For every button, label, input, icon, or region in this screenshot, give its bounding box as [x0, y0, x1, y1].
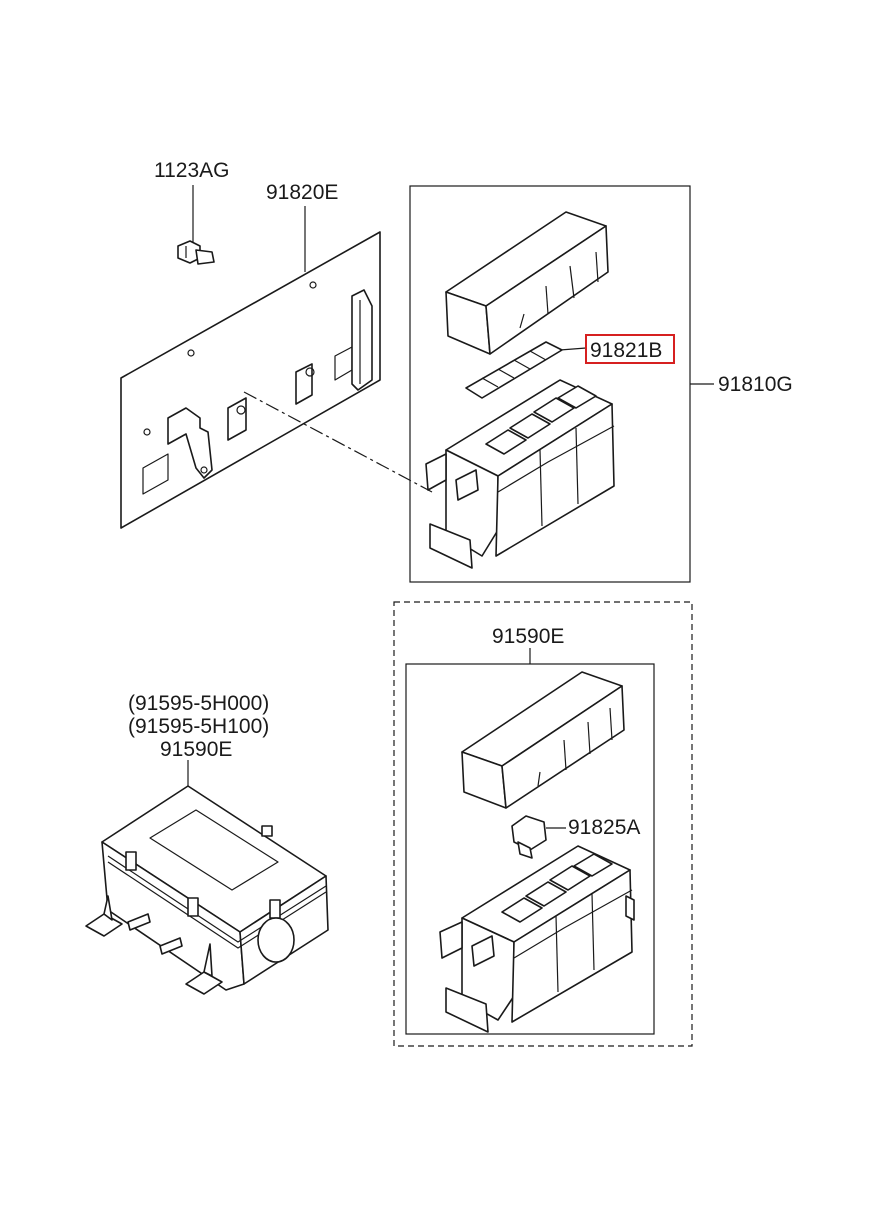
cover-lower[interactable]	[461, 671, 625, 809]
label-91821b[interactable]: 91821B	[590, 339, 662, 362]
optional-dashed-box	[393, 601, 693, 1047]
label-91595-5h100: (91595-5H100)	[128, 715, 269, 738]
bracket-plate-91820e[interactable]	[120, 231, 381, 529]
label-1123ag: 1123AG	[154, 159, 230, 182]
label-91595-5h000: (91595-5H000)	[128, 692, 269, 715]
bolt-1123ag[interactable]	[177, 240, 215, 265]
fuse-block-lower[interactable]	[439, 845, 635, 1033]
cover-top[interactable]	[445, 211, 609, 355]
label-91825a: 91825A	[568, 816, 640, 839]
puller-leader-line	[559, 347, 587, 351]
fuse-block-body[interactable]	[425, 379, 615, 569]
label-91810g: 91810G	[718, 373, 793, 396]
junction-box-assembly[interactable]	[85, 785, 329, 995]
label-91590e-left: 91590E	[160, 738, 232, 761]
highlight-box-91821b[interactable]	[585, 334, 675, 364]
label-91590e-right: 91590E	[492, 625, 564, 648]
relay-91825a[interactable]	[511, 815, 547, 859]
label-91820e: 91820E	[266, 181, 338, 204]
alignment-line	[243, 391, 433, 493]
